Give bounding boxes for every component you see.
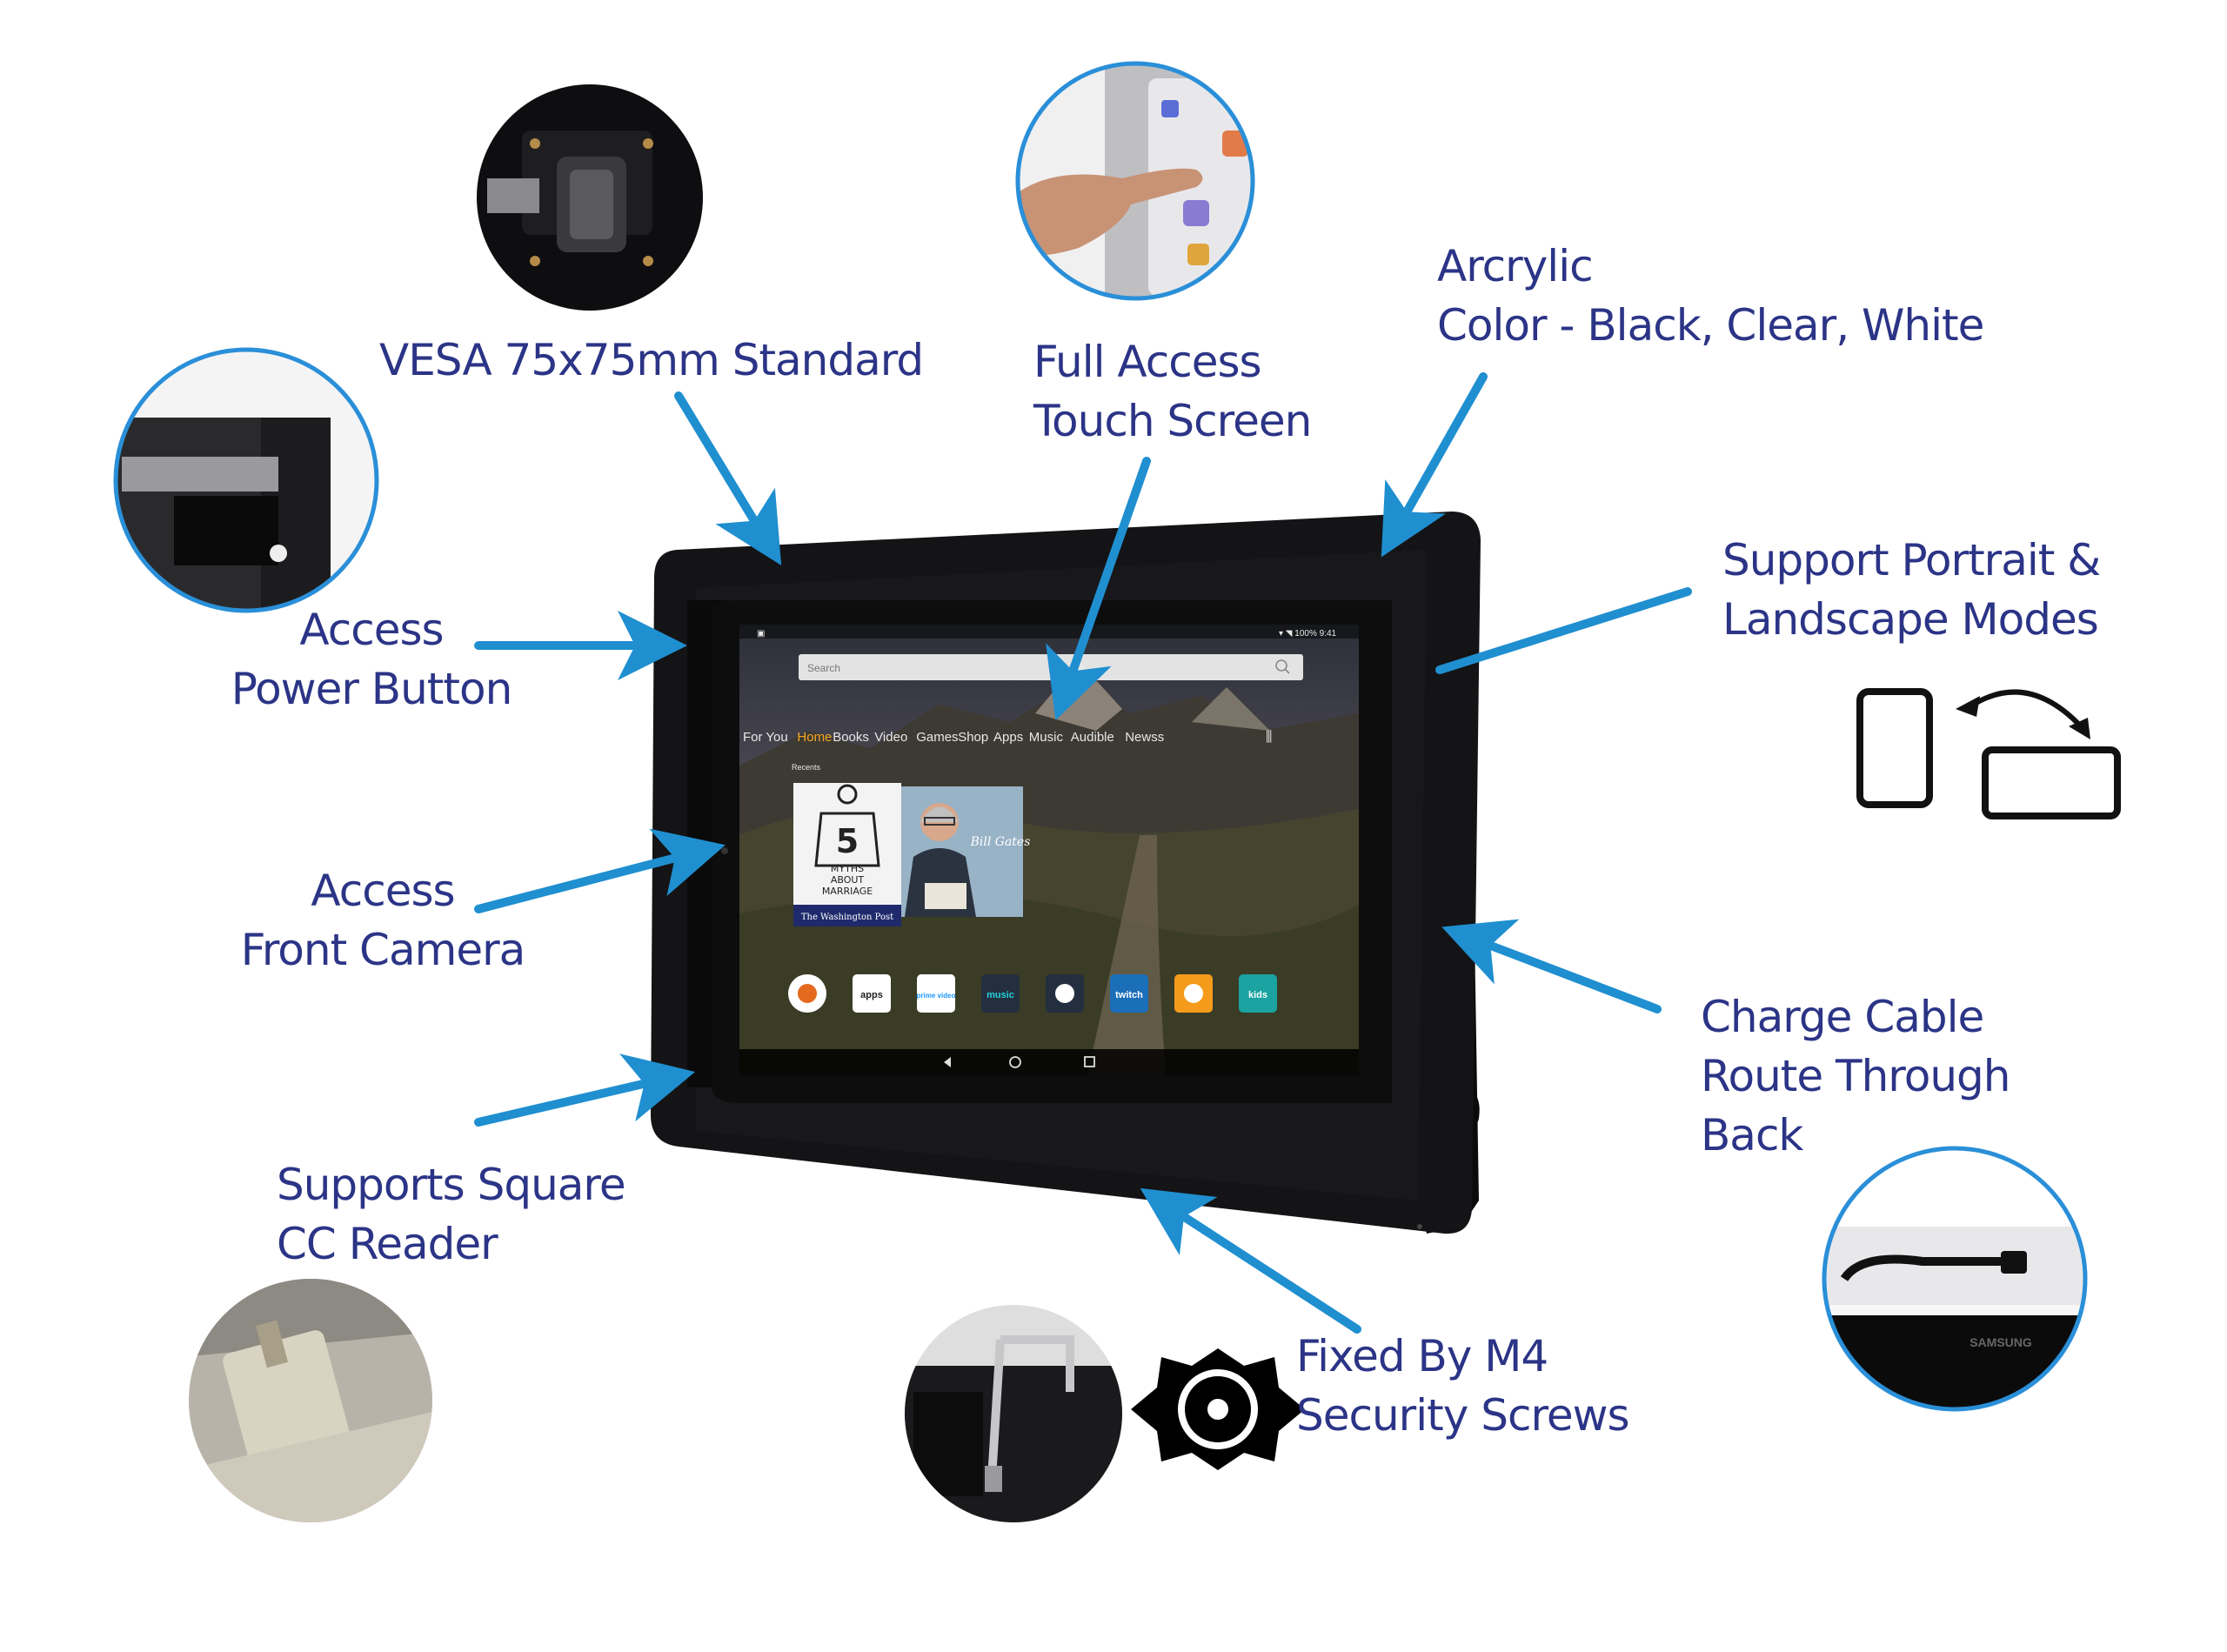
square-reader-photo [189, 1279, 432, 1522]
label-portrait-line-2: Landscape Modes [1722, 594, 2099, 645]
label-cable-line-1: Charge Cable [1701, 992, 1984, 1042]
label-cable-line-3: Back [1701, 1110, 1803, 1160]
svg-text:kids: kids [1248, 990, 1267, 1000]
label-cable-line-2: Route Through [1701, 1051, 2010, 1101]
nav-tab-for-you[interactable]: For You [743, 730, 788, 745]
search-placeholder: Search [807, 662, 840, 674]
arrow-touch [1046, 457, 1151, 721]
arrow-cable [1441, 919, 1662, 1013]
label-power: Access Power Button [228, 600, 515, 719]
label-acrylic-line-2: Color - Black, Clear, White [1437, 300, 1984, 351]
recents-icon[interactable] [1084, 1056, 1095, 1067]
nav-tab-games[interactable]: Games [916, 730, 958, 745]
landscape-device-icon [1982, 746, 2121, 819]
nav-tab-audible[interactable]: Audible [1071, 730, 1114, 745]
kindle-icon[interactable] [1046, 974, 1084, 1013]
kindle-kids-icon[interactable]: kids [1239, 974, 1277, 1013]
label-screws-line-1: Fixed By M4 [1296, 1331, 1548, 1381]
svg-text:twitch: twitch [1115, 990, 1143, 1000]
label-touch-line-1: Full Access [1033, 337, 1262, 387]
label-power-line-2: Power Button [231, 664, 513, 714]
samsung-brand-text: SAMSUNG [1970, 1335, 2032, 1349]
nav-tab-apps[interactable]: Apps [993, 730, 1023, 745]
nav-tab-home[interactable]: Home [797, 730, 832, 745]
label-vesa-line: VESA 75x75mm Standard [379, 335, 924, 385]
label-camera: Access Front Camera [239, 861, 526, 980]
label-square-line-2: CC Reader [277, 1219, 498, 1269]
label-camera-line-1: Access [311, 866, 455, 916]
back-icon[interactable] [944, 1057, 951, 1067]
book-cover-tile[interactable]: 5 MYTHS ABOUT MARRIAGE The Washington Po… [793, 783, 901, 926]
arrow-screws [1140, 1187, 1361, 1334]
torx-screw-icon [1131, 1348, 1305, 1470]
silk-browser-icon[interactable] [788, 974, 826, 1013]
video-tile[interactable]: Bill Gates [901, 786, 1030, 917]
label-portrait-line-1: Support Portrait & [1722, 535, 2101, 585]
recents-label: Recents [792, 763, 821, 772]
label-vesa: VESA 75x75mm Standard [379, 331, 924, 390]
home-icon[interactable] [1009, 1056, 1021, 1068]
arrow-acrylic [1381, 372, 1488, 558]
svg-text:Bill Gates: Bill Gates [970, 835, 1031, 849]
svg-text:MYTHS: MYTHS [831, 863, 864, 874]
arrows [474, 372, 1692, 1334]
label-camera-line-2: Front Camera [240, 925, 526, 975]
label-square: Supports Square CC Reader [277, 1155, 626, 1274]
label-screws-line-2: Security Screws [1296, 1390, 1630, 1441]
touch-photo [1018, 64, 1253, 298]
nav-tab-music[interactable]: Music [1029, 730, 1064, 745]
cable-photo: SAMSUNG [1824, 1148, 2085, 1409]
portrait-device-icon [1856, 688, 1933, 808]
status-bar-right: ▾ ◥ 100% 9:41 [1279, 629, 1337, 639]
front-camera-dot [721, 847, 728, 854]
screw-photo [905, 1305, 1122, 1522]
label-portrait: Support Portrait & Landscape Modes [1722, 531, 2101, 649]
appstore-icon[interactable]: apps [853, 974, 891, 1013]
app-dock: apps prime video music twitch kids [788, 974, 1277, 1013]
nav-tab-shop[interactable]: Shop [958, 730, 988, 745]
nav-bar [739, 1049, 1359, 1075]
label-touch: Full Access Touch Screen [1033, 332, 1312, 451]
vesa-photo [477, 84, 703, 311]
label-square-line-1: Supports Square [277, 1160, 626, 1210]
arrow-portrait [1435, 587, 1692, 674]
amazon-music-icon[interactable]: music [981, 974, 1020, 1013]
arrow-camera [474, 828, 726, 913]
svg-text:prime video: prime video [917, 992, 956, 1000]
photo-borders [113, 61, 2088, 1412]
arrow-vesa [674, 391, 782, 565]
arrow-square [474, 1053, 696, 1127]
label-screws: Fixed By M4 Security Screws [1296, 1327, 1630, 1445]
svg-text:music: music [986, 990, 1014, 1000]
prime-video-icon[interactable]: prime video [917, 974, 956, 1013]
svg-text:ABOUT: ABOUT [831, 874, 865, 886]
label-acrylic-line-1: Arcrylic [1437, 241, 1594, 291]
svg-text:MARRIAGE: MARRIAGE [822, 886, 873, 897]
search-bar[interactable] [799, 654, 1303, 680]
nav-tab-video[interactable]: Video [874, 730, 907, 745]
library-icon[interactable]: ⫼ [1266, 730, 1272, 745]
rotate-arrow-icon [1969, 689, 2083, 729]
svg-text:The Washington Post: The Washington Post [801, 913, 893, 922]
nav-tab-books[interactable]: Books [833, 730, 869, 745]
nav-tab-newss[interactable]: Newss [1125, 730, 1164, 745]
svg-text:apps: apps [860, 990, 883, 1000]
twitch-icon[interactable]: twitch [1110, 974, 1148, 1013]
search-icon[interactable] [1275, 659, 1287, 672]
label-power-line-1: Access [299, 605, 444, 655]
status-bar-left: ▣ [757, 629, 765, 639]
label-cable: Charge Cable Route Through Back [1701, 987, 2010, 1165]
label-touch-line-2: Touch Screen [1033, 396, 1312, 446]
label-acrylic: Arcrylic Color - Black, Clear, White [1437, 237, 1984, 355]
audible-icon[interactable] [1174, 974, 1213, 1013]
power-button-photo [116, 350, 377, 611]
svg-text:5: 5 [836, 822, 859, 860]
rotation-icon [1856, 688, 2121, 819]
